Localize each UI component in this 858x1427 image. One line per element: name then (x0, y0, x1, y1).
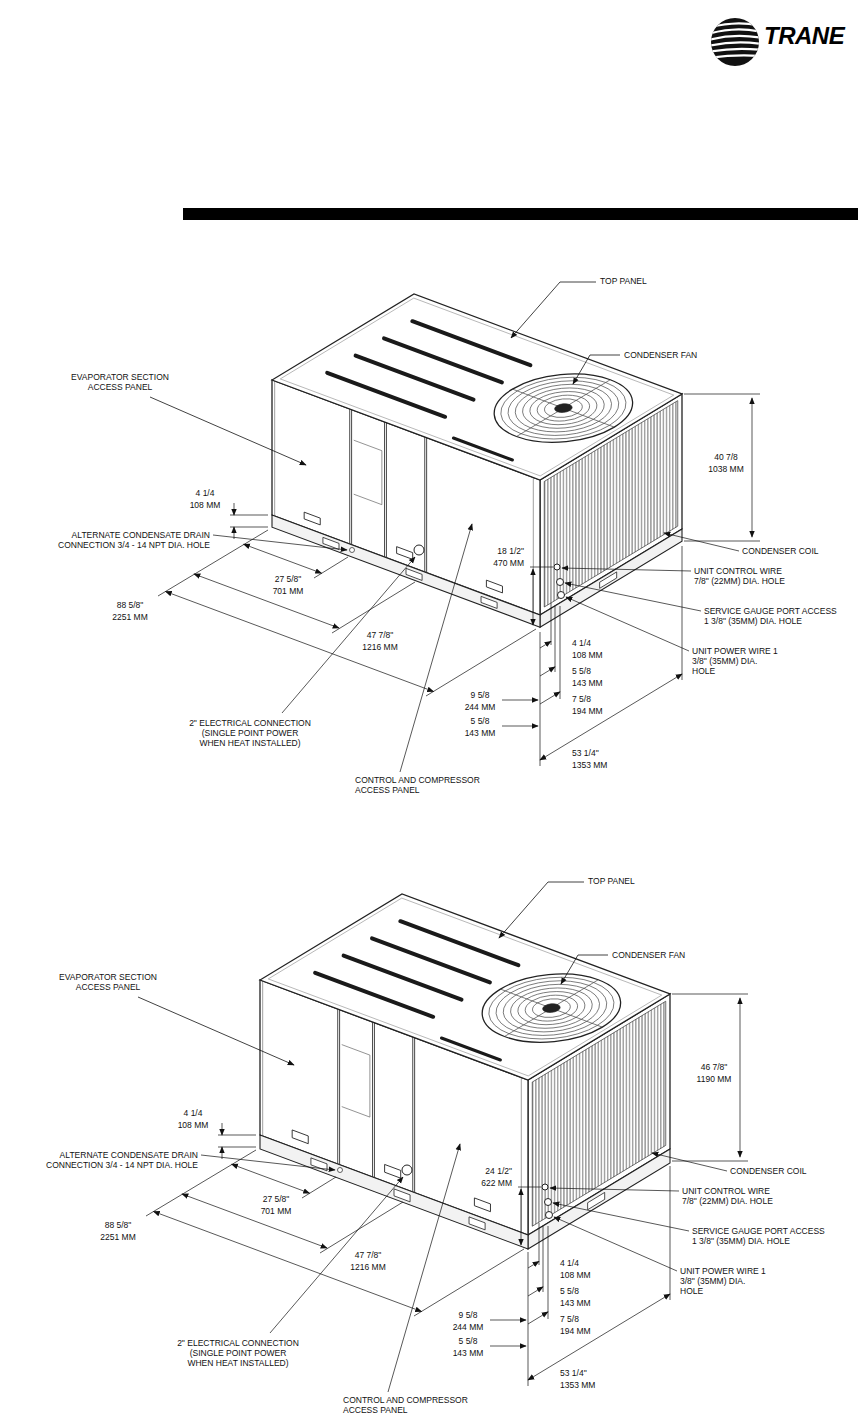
dimension-value: 143 MM (465, 728, 496, 738)
callout-label: UNIT CONTROL WIRE 7/8" (22MM) DIA. HOLE (682, 1186, 778, 1206)
dimension-value: 5 5/8 (572, 666, 591, 676)
height-dimension (684, 394, 760, 395)
dimension-value: 7 5/8 (560, 1314, 579, 1324)
unit-view-one (150, 282, 760, 772)
dimension-value: 47 7/8" (367, 630, 394, 640)
dimension-value: 18 1/2" (497, 546, 524, 556)
height-dimension (684, 541, 760, 542)
height-dimension (740, 998, 741, 1157)
dimension-value: 2251 MM (100, 1232, 135, 1242)
dimension-value: 5 5/8 (459, 1336, 478, 1346)
dimension-value: 143 MM (453, 1348, 484, 1358)
dimension-value: 4 1/4 (184, 1108, 203, 1118)
callout-label: CONTROL AND COMPRESSOR ACCESS PANEL (355, 775, 495, 795)
dimension-value: 46 7/8" (701, 1062, 728, 1072)
callout-label: EVAPORATOR SECTION ACCESS PANEL (49, 972, 167, 992)
dimension-value: 53 1/4" (560, 1368, 587, 1378)
dimension-value: 88 5/8" (117, 600, 144, 610)
brand-logo-text: TRANE (764, 24, 844, 48)
brand-logo (708, 49, 762, 52)
callout-label: CONDENSER COIL (730, 1166, 807, 1176)
dimension-value: 108 MM (572, 650, 603, 660)
brand-logo (708, 42, 762, 46)
callout-label: ALTERNATE CONDENSATE DRAIN CONNECTION 3/… (25, 530, 210, 550)
brand-logo (708, 36, 762, 40)
dimension-value: 88 5/8" (105, 1220, 132, 1230)
height-dimension (672, 994, 748, 1161)
dimension-value: 1353 MM (560, 1380, 595, 1390)
dimension-value: 4 1/4 (196, 488, 215, 498)
dimension-value: 47 7/8" (355, 1250, 382, 1260)
dimension-value: 194 MM (560, 1326, 591, 1336)
dimension-value: 5 5/8 (471, 716, 490, 726)
dimension-value: 1353 MM (572, 760, 607, 770)
brand-logo (708, 18, 762, 66)
callout-label: EVAPORATOR SECTION ACCESS PANEL (61, 372, 179, 392)
callout-label: ALTERNATE CONDENSATE DRAIN CONNECTION 3/… (13, 1150, 198, 1170)
dimension-value: 27 5/8" (263, 1194, 290, 1204)
dimension-value: 5 5/8 (560, 1286, 579, 1296)
dimension-value: 1038 MM (708, 464, 743, 474)
header-rule (183, 208, 858, 220)
dimension-value: 108 MM (560, 1270, 591, 1280)
height-dimension (672, 994, 748, 995)
brand-logo (708, 55, 762, 58)
dimension-value: 108 MM (190, 500, 221, 510)
dimension-value: 4 1/4 (572, 638, 591, 648)
dimension-value: 143 MM (572, 678, 603, 688)
dimension-value: 40 7/8 (714, 452, 738, 462)
callout-label: SERVICE GAUGE PORT ACCESS 1 3/8" (35MM) … (704, 606, 842, 626)
dimension-value: 53 1/4" (572, 748, 599, 758)
dimension-value: 4 1/4 (560, 1258, 579, 1268)
dimension-value: 244 MM (453, 1322, 484, 1332)
callout-label: UNIT POWER WIRE 1 3/8" (35MM) DIA. HOLE (680, 1266, 770, 1297)
dimension-value: 27 5/8" (275, 574, 302, 584)
callout-label: SERVICE GAUGE PORT ACCESS 1 3/8" (35MM) … (692, 1226, 830, 1246)
callout-label: UNIT CONTROL WIRE 7/8" (22MM) DIA. HOLE (694, 566, 790, 586)
brand-logo (708, 23, 762, 58)
brand-logo (708, 23, 762, 28)
callout-label: 2" ELECTRICAL CONNECTION (SINGLE POINT P… (188, 718, 312, 749)
callout-label: CONDENSER FAN (624, 350, 697, 360)
unit-view-two (260, 894, 670, 1080)
dimension-value: 701 MM (261, 1206, 292, 1216)
dimension-value: 1190 MM (697, 1074, 732, 1084)
unit-view-two (138, 882, 608, 1065)
height-dimension (684, 394, 760, 541)
dimension-value: 244 MM (465, 702, 496, 712)
callout-label: TOP PANEL (588, 876, 635, 886)
callout-label: CONDENSER FAN (612, 950, 685, 960)
unit-view-two (138, 882, 748, 1392)
height-dimension (672, 1161, 748, 1162)
dimension-value: 108 MM (178, 1120, 209, 1130)
dimension-value: 2251 MM (112, 612, 147, 622)
dimension-value: 701 MM (273, 586, 304, 596)
height-dimension (752, 398, 753, 537)
unit-view-two (146, 1123, 727, 1392)
dimension-value: 622 MM (481, 1178, 512, 1188)
dimension-value: 470 MM (493, 558, 524, 568)
brand-logo (708, 29, 762, 34)
unit-view-one (272, 294, 682, 480)
callout-label: TOP PANEL (600, 276, 647, 286)
callout-label: UNIT POWER WIRE 1 3/8" (35MM) DIA. HOLE (692, 646, 782, 677)
dimension-value: 194 MM (572, 706, 603, 716)
dimension-value: 7 5/8 (572, 694, 591, 704)
unit-view-one (150, 282, 620, 465)
unit-view-one (158, 503, 739, 772)
callout-label: 2" ELECTRICAL CONNECTION (SINGLE POINT P… (176, 1338, 300, 1369)
callout-label: CONDENSER COIL (742, 546, 819, 556)
dimension-value: 9 5/8 (459, 1310, 478, 1320)
dimension-value: 24 1/2" (485, 1166, 512, 1176)
dimension-value: 143 MM (560, 1298, 591, 1308)
dimension-value: 1216 MM (362, 642, 397, 652)
dimension-value: 9 5/8 (471, 690, 490, 700)
callout-label: CONTROL AND COMPRESSOR ACCESS PANEL (343, 1395, 483, 1415)
dimension-value: 1216 MM (350, 1262, 385, 1272)
